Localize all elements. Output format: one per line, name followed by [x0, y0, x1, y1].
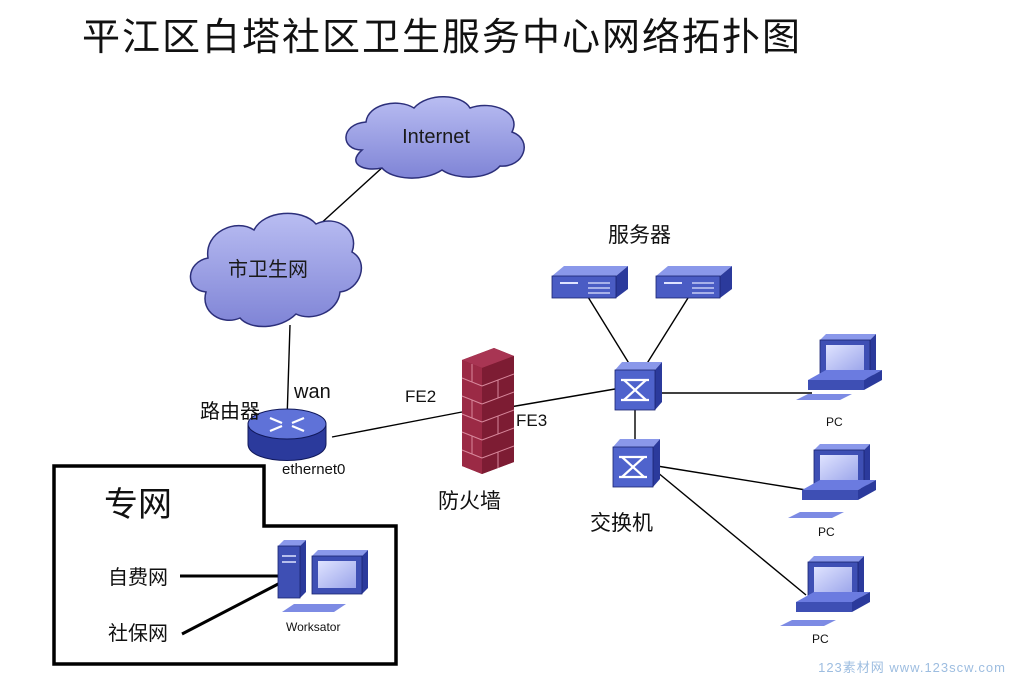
internet-label: Internet	[402, 126, 470, 148]
server-icon-1	[551, 266, 628, 299]
pc-icon-1	[796, 334, 882, 400]
workstation-icon	[277, 540, 368, 612]
link-switch2-pc2	[656, 465, 807, 491]
connection-lines	[286, 165, 812, 596]
servers-label: 服务器	[608, 223, 671, 247]
internet-cloud: Internet	[345, 96, 525, 179]
router-icon	[247, 408, 327, 461]
social-insurance-net-label: 社保网	[108, 621, 168, 645]
link-internet-citynet	[317, 165, 385, 227]
private-network-title: 专网	[104, 485, 172, 525]
fe2-port-label: FE2	[405, 387, 436, 406]
self-pay-net-label: 自费网	[108, 565, 168, 589]
link-server2-switch	[645, 297, 689, 366]
fe3-port-label: FE3	[516, 411, 547, 430]
pc1-label: PC	[826, 415, 843, 429]
server-icon-2	[655, 266, 732, 299]
link-citynet-router	[286, 324, 291, 421]
pc-icon-3	[780, 556, 870, 626]
private-network-links	[180, 574, 283, 636]
workstation-label: Worksator	[286, 620, 340, 634]
switch-icon-2	[612, 439, 660, 488]
pc2-label: PC	[818, 525, 835, 539]
link-router-firewall	[331, 411, 463, 438]
link-firewall-switch	[509, 388, 616, 408]
private-network-boundary	[52, 464, 398, 666]
watermark: 123素材网 www.123scw.com	[818, 660, 1006, 675]
pc3-label: PC	[812, 632, 829, 646]
ethernet0-port-label: ethernet0	[282, 461, 345, 478]
wan-port-label: wan	[293, 381, 331, 403]
link-server1-switch	[587, 296, 631, 366]
firewall-icon	[461, 348, 515, 474]
city-health-net-label: 市卫生网	[228, 257, 308, 281]
diagram-title: 平江区白塔社区卫生服务中心网络拓扑图	[82, 15, 803, 59]
firewall-label: 防火墙	[438, 489, 501, 513]
city-health-net-cloud: 市卫生网	[189, 212, 363, 328]
link-switch2-pc3	[656, 471, 807, 596]
switch-icon-1	[614, 362, 662, 411]
link-socialins-workstation	[181, 580, 283, 636]
switch-label: 交换机	[590, 511, 653, 535]
router-label: 路由器	[200, 399, 260, 423]
pc-icon-2	[788, 444, 876, 518]
